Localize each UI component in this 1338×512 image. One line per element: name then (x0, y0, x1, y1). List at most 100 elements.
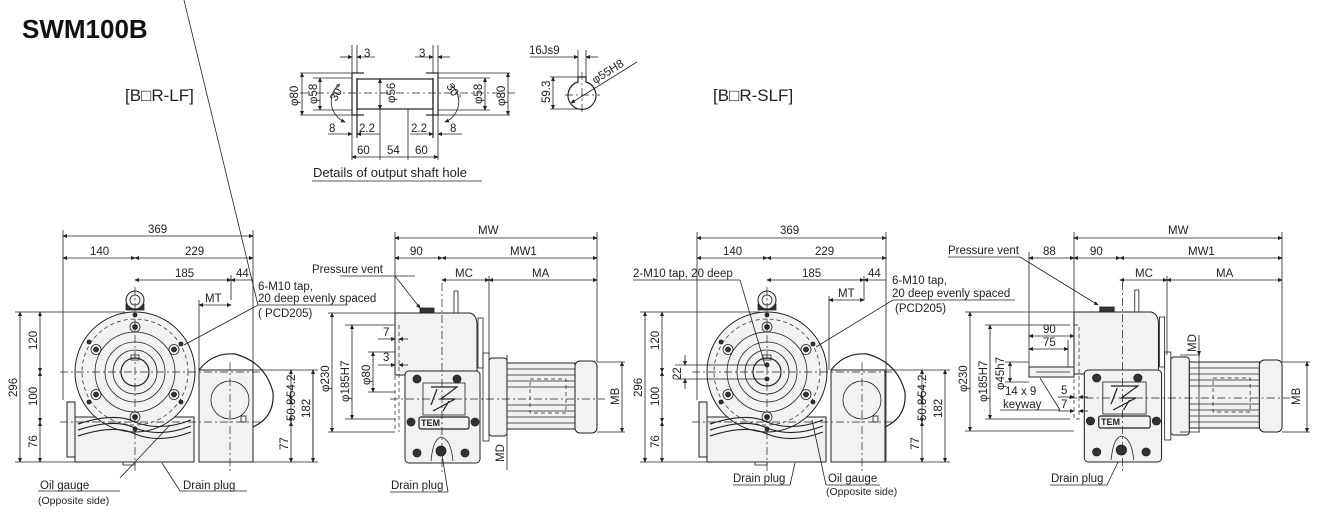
shaft-detail-caption: Details of output shaft hole (313, 165, 467, 180)
shaft-length-90: 90 (1043, 324, 1056, 336)
dim-mc: MC (455, 268, 473, 280)
dim-182: 182 (933, 399, 945, 418)
page-title: SWM100B (22, 14, 148, 44)
dim-phi80: φ80 (361, 365, 373, 385)
dim-mw1: MW1 (1188, 246, 1215, 258)
dim-296: 296 (633, 378, 645, 397)
drain-plug-label: Drain plug (391, 480, 443, 492)
tap-note-line1: 6-M10 tap, (258, 281, 313, 293)
shaft-length-75: 75 (1043, 337, 1056, 349)
dim-54-2: 54.2 (286, 375, 298, 397)
dim-120: 120 (28, 331, 40, 350)
dim-7: 7 (1061, 399, 1067, 411)
tap-note-pcd: (PCD205) (895, 303, 946, 315)
dim-54-2: 54.2 (917, 375, 929, 397)
tap-note-pcd: ( PCD205) (258, 308, 312, 320)
dim-77: 77 (279, 437, 291, 450)
pressure-vent-label: Pressure vent (312, 264, 384, 276)
drain-plug-label: Drain plug (733, 473, 785, 485)
dim-phi58-right: φ58 (473, 84, 485, 104)
dim-90: 90 (1090, 246, 1103, 258)
dim-22: 22 (672, 367, 684, 380)
oil-gauge-note: (Opposite side) (38, 495, 109, 507)
dim-7: 7 (383, 327, 389, 339)
view-label-lf: [B□R-LF] (125, 86, 194, 105)
tap-note-line2: 20 deep evenly spaced (258, 293, 376, 305)
dim-3-left: 3 (364, 48, 370, 60)
dim-100: 100 (650, 387, 662, 406)
dim-296: 296 (8, 378, 20, 397)
dim-phi230: φ230 (958, 365, 970, 392)
brand-plate: TEM (421, 418, 440, 428)
dim-44: 44 (236, 268, 249, 280)
dim-phi185h7: φ185H7 (340, 361, 352, 402)
dim-3: 3 (383, 352, 389, 364)
drain-plug-label: Drain plug (183, 480, 235, 492)
brand-plate: TEM (1101, 417, 1120, 427)
dim-mt: MT (838, 288, 855, 300)
dim-phi80-right: φ80 (496, 86, 508, 106)
dim-369: 369 (148, 224, 167, 236)
dim-ma: MA (532, 268, 550, 280)
dim-140: 140 (90, 246, 109, 258)
drain-plug-label: Drain plug (1051, 473, 1103, 485)
dim-mw: MW (478, 225, 499, 237)
dim-369: 369 (780, 225, 799, 237)
dim-mb: MB (610, 387, 622, 405)
shaft-hole-detail: 3 3 φ80 φ58 30° φ56 30° φ58 φ80 8 2.2 2.… (289, 45, 638, 182)
dim-mw: MW (1168, 225, 1189, 237)
dim-76: 76 (28, 435, 40, 448)
dim-phi230: φ230 (320, 365, 332, 392)
keyway-width: 16Js9 (529, 45, 560, 57)
dim-8-right: 8 (450, 123, 456, 135)
dim-8-left: 8 (329, 123, 335, 135)
oil-gauge-label: Oil gauge (828, 473, 877, 485)
keyway-size: 14 x 9 (1005, 386, 1036, 398)
keyway-label: keyway (1003, 399, 1042, 411)
view-label-slf: [B□R-SLF] (713, 86, 793, 105)
dim-90: 90 (410, 246, 423, 258)
tap2-note: 2-M10 tap, 20 deep (633, 268, 733, 280)
dim-77: 77 (910, 437, 922, 450)
side-view-lf: MW 90 MW1 MC MA Pressure vent φ230 φ185H… (312, 225, 625, 493)
dim-2-2-right: 2.2 (411, 123, 427, 135)
keyway-depth: 59.3 (541, 81, 553, 103)
dim-229: 229 (815, 246, 834, 258)
dim-120: 120 (650, 331, 662, 350)
dim-phi80-left: φ80 (289, 86, 301, 106)
dim-5: 5 (1061, 385, 1067, 397)
dim-md: MD (1187, 334, 1199, 352)
dim-3-right: 3 (419, 48, 425, 60)
oil-gauge-note: (Opposite side) (826, 486, 897, 498)
pressure-vent-label: Pressure vent (948, 245, 1020, 257)
dim-mw1: MW1 (510, 246, 537, 258)
dim-phi185h7: φ185H7 (978, 361, 990, 402)
dim-100: 100 (28, 387, 40, 406)
dim-185: 185 (175, 268, 194, 280)
dim-mb: MB (1291, 387, 1303, 405)
angle-30-right: 30° (443, 82, 462, 103)
dim-54: 54 (387, 145, 400, 157)
dim-50-8: 50.8 (917, 399, 929, 421)
dim-88: 88 (1043, 246, 1056, 258)
dim-44: 44 (868, 268, 881, 280)
dim-50-8: 50.8 (286, 399, 298, 421)
dim-140: 140 (723, 246, 742, 258)
front-view-slf: 369 140 229 185 44 MT 2-M10 tap, 20 deep… (633, 225, 1015, 498)
dim-185: 185 (802, 268, 821, 280)
dim-mt: MT (205, 293, 222, 305)
front-view-lf: 369 140 229 185 44 MT 6-M10 tap, 20 deep… (8, 0, 376, 507)
dim-76: 76 (650, 435, 662, 448)
dim-182: 182 (301, 399, 313, 418)
tap-note-line2: 20 deep evenly spaced (892, 288, 1010, 300)
dim-60-right: 60 (415, 145, 428, 157)
tap-note-line1: 6-M10 tap, (892, 275, 947, 287)
side-view-slf: MW 88 90 MW1 MC MA Pressure vent 90 75 φ… (948, 225, 1310, 486)
dim-229: 229 (185, 246, 204, 258)
dim-ma: MA (1216, 268, 1234, 280)
dim-2-2-left: 2.2 (359, 123, 375, 135)
oil-gauge-label: Oil gauge (40, 480, 89, 492)
dim-60-left: 60 (357, 145, 370, 157)
dim-phi58-left: φ58 (308, 84, 320, 104)
